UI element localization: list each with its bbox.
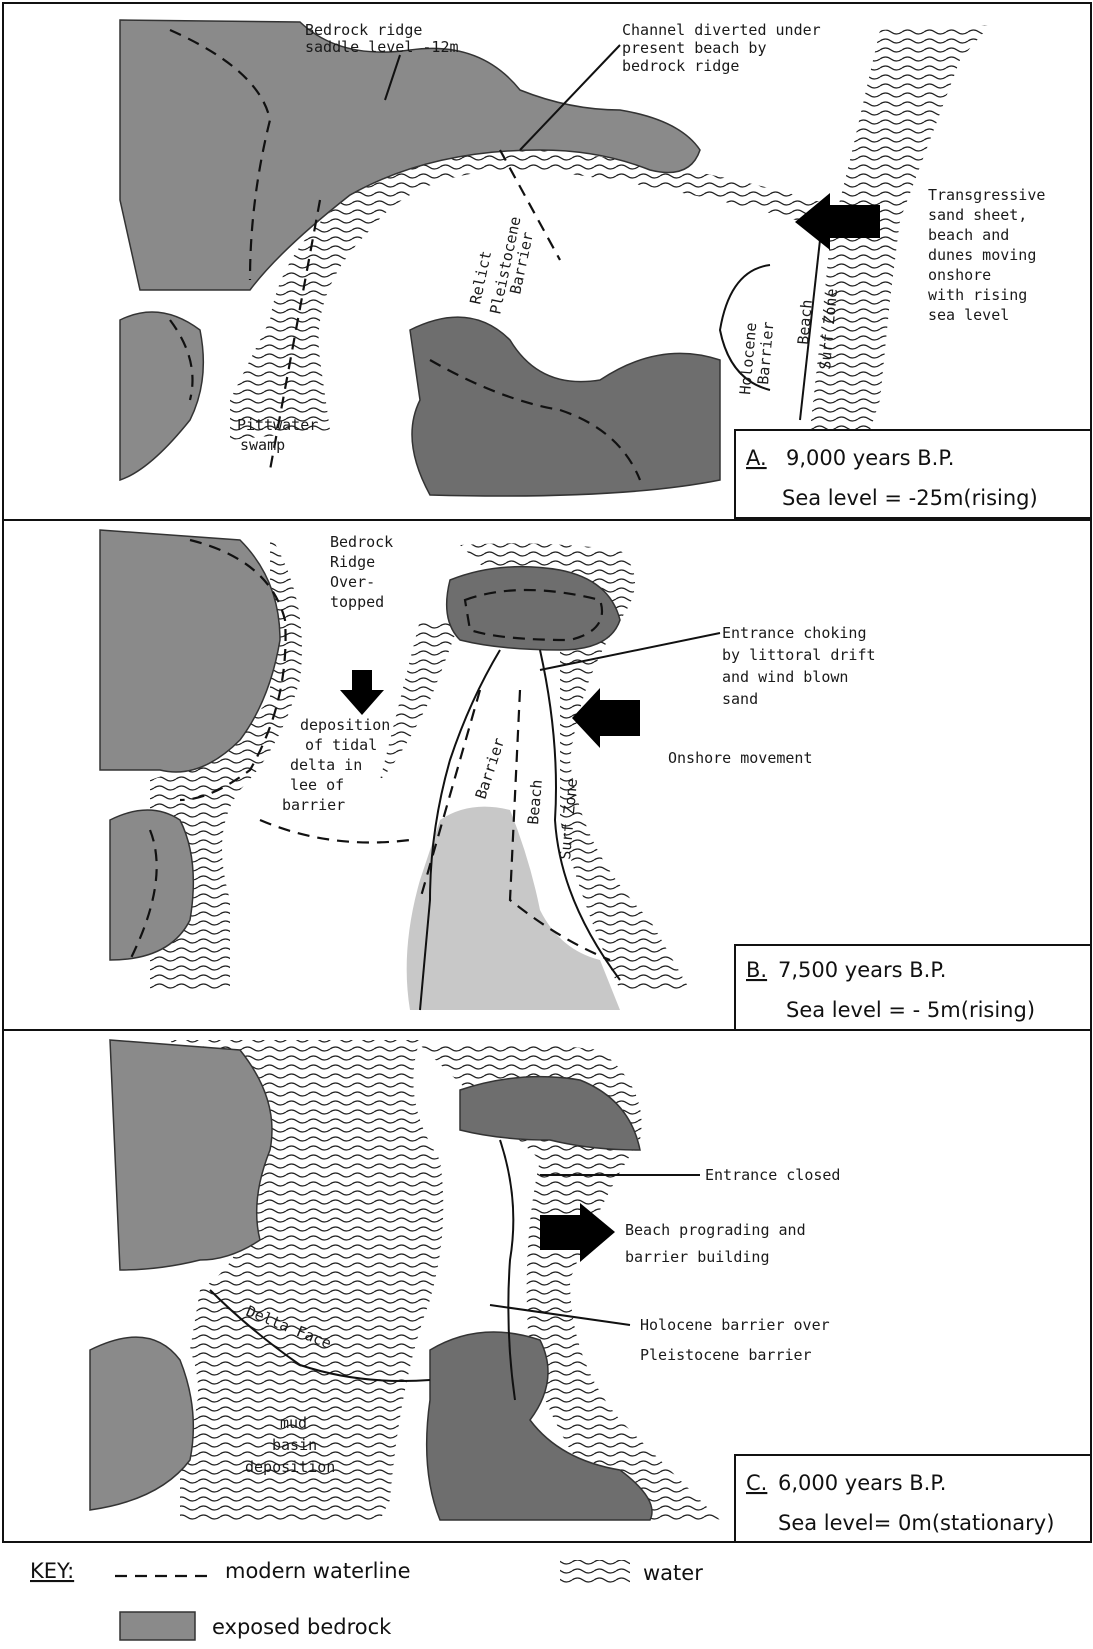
panel-c-label-entrance: Entrance closed [705,1166,840,1184]
panel-b-label-entrance-4: sand [722,690,758,708]
legend-water-label: water [643,1561,703,1585]
panel-b-label-bedrock-4: topped [330,593,384,611]
panel-b-label-deposition-3: delta in [290,756,362,774]
panel-b-label-entrance-2: by littoral drift [722,646,876,664]
panel-b-label-barrier: Barrier [472,736,509,802]
panel-b-label-deposition-4: lee of [290,776,344,794]
panel-b-label-deposition-2: of tidal [305,736,377,754]
panel-a-label-channel-3: bedrock ridge [622,57,739,75]
panel-c-label-mud-2: basin [272,1436,317,1454]
panel-b-label-onshore: Onshore movement [668,749,813,767]
legend: KEY: modern waterline water exposed bedr… [30,1559,703,1640]
panel-b-water-spit [380,620,460,780]
panel-b-label-deposition-5: barrier [282,796,345,814]
panel-b-label-bedrock-1: Bedrock [330,533,393,551]
panel-a-label-trans-3: beach and [928,226,1009,244]
panel-a-bedrock-south [410,317,720,496]
panel-a-label-trans-2: sand sheet, [928,206,1027,224]
panel-a-caption-time: 9,000 years B.P. [786,446,954,470]
panel-a-label-trans-1: Transgressive [928,186,1045,204]
panel-c-caption-letter: C. [746,1471,767,1495]
panel-a-label-ridge-2: saddle level -12m [305,38,459,56]
legend-bedrock-swatch [120,1612,195,1640]
panel-c-label-prograding-2: barrier building [625,1248,770,1266]
legend-bedrock-label: exposed bedrock [212,1615,392,1639]
panel-a-label-trans-4: dunes moving [928,246,1036,264]
panel-a-label-ridge-1: Bedrock ridge [305,21,422,39]
panel-b-label-beach: Beach [524,779,546,826]
panel-b-caption-time: 7,500 years B.P. [778,958,946,982]
panel-c-label-holocene-1: Holocene barrier over [640,1316,830,1334]
panel-a-label-trans-7: sea level [928,306,1009,324]
panel-c-label-holocene-2: Pleistocene barrier [640,1346,812,1364]
panel-b-label-bedrock-2: Ridge [330,553,375,571]
panel-b-arrow-down [340,670,384,715]
panel-a-bedrock-north [120,20,700,290]
panel-b-caption-letter: B. [746,958,767,982]
panel-b-label-entrance-1: Entrance choking [722,624,867,642]
panel-b-caption-sea: Sea level = - 5m(rising) [786,998,1035,1022]
panel-a-label-pittwater-2: swamp [240,436,285,454]
panel-a-label-channel-2: present beach by [622,39,767,57]
panel-b-label-bedrock-3: Over- [330,573,375,591]
panel-b-label-deposition-1: deposition [300,716,390,734]
panel-b-waterline-6 [260,820,410,843]
panel-c-bedrock-nw [110,1040,272,1270]
panel-c-caption-time: 6,000 years B.P. [778,1471,946,1495]
legend-water-swatch [560,1560,630,1586]
panel-a-label-pittwater-1: Pittwater [237,416,318,434]
panel-a-caption-sea: Sea level = -25m(rising) [782,486,1038,510]
panel-c-caption-sea: Sea level= 0m(stationary) [778,1511,1054,1535]
panel-a-label-trans-6: with rising [928,286,1027,304]
panel-a-label-beach: Beach [794,299,816,346]
panel-b: Bedrock Ridge Over- topped deposition of… [3,520,1091,1030]
panel-c: Entrance closed Beach prograding and bar… [3,1030,1091,1542]
panel-b-label-entrance-3: and wind blown [722,668,848,686]
panel-a: Bedrock ridge saddle level -12m Channel … [3,3,1091,520]
panel-c-bedrock-sw [90,1337,193,1510]
panel-a-label-trans-5: onshore [928,266,991,284]
legend-title: KEY: [30,1559,74,1583]
panel-c-label-mud-3: deposition [245,1458,335,1476]
panel-a-caption-letter: A. [746,446,767,470]
panel-a-label-channel-1: Channel diverted under [622,21,821,39]
panel-c-label-prograding-1: Beach prograding and [625,1221,806,1239]
legend-dash-label: modern waterline [225,1559,411,1583]
panel-c-label-mud-1: mud [280,1414,307,1432]
